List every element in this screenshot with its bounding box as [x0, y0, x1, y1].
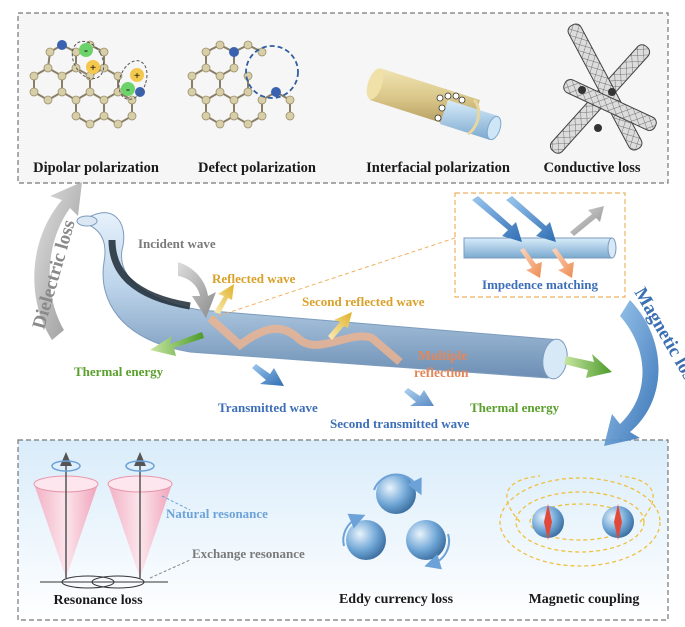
exchange-resonance-label: Exchange resonance	[192, 546, 305, 561]
thermal-arrow-left	[150, 332, 204, 356]
negative-charge-icon	[121, 82, 135, 96]
negative-sign: -	[84, 43, 88, 57]
inset-reflected-arrow	[570, 206, 604, 236]
dopant-atom-icon	[57, 40, 67, 50]
impedance-matching-label: Impedence matching	[482, 277, 598, 292]
resonance-cone-right-icon	[107, 452, 173, 578]
positive-charge-icon	[130, 68, 144, 82]
resonance-loss-label: Resonance loss	[53, 593, 143, 608]
interface-charges	[434, 92, 466, 122]
interfacial-rod-icon	[366, 68, 502, 141]
dopant-atom-icon	[135, 87, 145, 97]
eddy-current-icon	[342, 473, 451, 570]
dipole-ellipse	[118, 60, 148, 100]
caption-interfacial: Interfacial polarization	[366, 160, 510, 176]
second-transmitted-label: Second transmitted wave	[330, 416, 470, 431]
internal-reflection-path	[207, 315, 403, 366]
positive-sign: +	[134, 70, 140, 82]
transmitted-arrow	[252, 364, 284, 386]
inset-transmitted-arrow-1	[520, 248, 542, 278]
negative-charge-icon	[79, 43, 93, 57]
transmitted-wave-label: Transmitted wave	[218, 400, 318, 415]
dopant-atom-icon	[229, 47, 239, 57]
compass-needle-right-icon	[614, 504, 622, 540]
multiple-reflection-label-line2: reflection	[414, 365, 469, 380]
thermal-energy-right-label: Thermal energy	[470, 400, 560, 415]
second-transmitted-arrow	[404, 388, 434, 406]
multiple-reflection-label-line1: Multiple	[418, 348, 468, 363]
natural-pointer	[161, 495, 191, 511]
top-panel-frame	[17, 12, 669, 184]
incident-arrow	[178, 262, 216, 318]
dipolar-atoms	[29, 40, 137, 129]
inset-incident-arrow-2	[506, 196, 556, 242]
defect-atoms	[187, 40, 295, 129]
inset-connector-line	[211, 237, 456, 319]
caption-conductive: Conductive loss	[543, 160, 640, 176]
tube-end-top	[76, 215, 98, 227]
dielectric-loss-arrow	[34, 182, 82, 340]
second-reflected-arrow	[328, 312, 352, 340]
natural-resonance-label: Natural resonance	[166, 506, 268, 521]
dopant-atom-icon	[271, 87, 281, 97]
positive-charge-icon	[86, 60, 100, 74]
inset-rod	[463, 237, 613, 259]
thermal-energy-left-label: Thermal energy	[74, 364, 164, 379]
inset-incident-arrow-1	[472, 196, 522, 242]
caption-dipolar: Dipolar polarization	[33, 160, 159, 176]
exchange-pointer	[149, 559, 191, 579]
tube-shadow	[108, 239, 191, 310]
magnetic-coupling-label: Magnetic coupling	[529, 592, 640, 607]
resonance-cone-left-icon	[33, 452, 99, 578]
negative-sign: -	[126, 82, 130, 96]
eddy-current-loss-label: Eddy currency loss	[339, 592, 454, 607]
nanotube-network-icon	[549, 23, 657, 154]
reflected-arrow	[214, 284, 234, 314]
caption-defect: Defect polarization	[198, 160, 316, 176]
reflected-wave-label: Reflected wave	[212, 271, 296, 286]
dipole-ellipse	[71, 40, 105, 80]
inset-rod-end	[607, 237, 617, 259]
inset-transmitted-arrow-2	[552, 248, 574, 278]
incident-wave-label: Incident wave	[138, 236, 216, 251]
magnetic-loss-arrow	[604, 300, 659, 446]
positive-sign: +	[90, 62, 96, 74]
thermal-arrow-right	[564, 354, 612, 378]
second-reflected-label: Second reflected wave	[302, 294, 425, 309]
compass-needle-left-icon	[544, 504, 552, 540]
defect-vacancy-circle	[245, 45, 299, 99]
